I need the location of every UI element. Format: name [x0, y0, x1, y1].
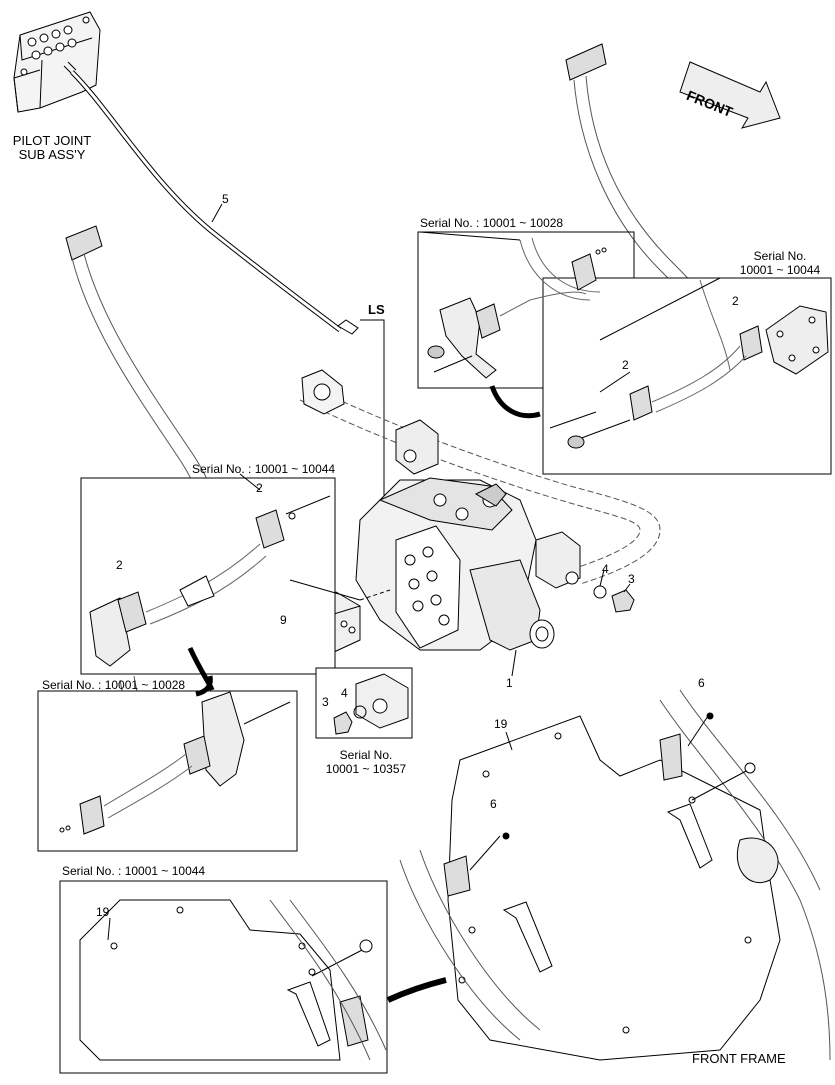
callout-6-lower: 6 [490, 797, 497, 811]
callout-1: 1 [506, 676, 513, 690]
control-valve [355, 477, 555, 677]
serial-right-line2: 10001 ~ 10044 [739, 263, 821, 277]
callout-2-right-lower: 2 [622, 358, 629, 372]
callout-19: 19 [494, 717, 508, 731]
callout-3-detail: 3 [322, 695, 329, 709]
pilot-joint-assembly [13, 11, 101, 113]
inset-box-right [542, 277, 832, 475]
callout-2-mid-upper: 2 [256, 481, 263, 495]
callout-3: 3 [628, 572, 635, 586]
callout-19-inset: 19 [96, 905, 110, 919]
callout-5: 5 [222, 192, 229, 206]
callout-2-right: 2 [732, 294, 739, 308]
serial-right-line1: Serial No. [753, 249, 807, 263]
callout-6-upper: 6 [698, 676, 705, 690]
serial-plug-detail-line2: 10001 ~ 10357 [325, 762, 407, 776]
serial-lower-left: Serial No. : 10001 ~ 10028 [42, 678, 186, 692]
serial-mid-left: Serial No. : 10001 ~ 10044 [192, 462, 336, 476]
serial-bottom-left: Serial No. : 10001 ~ 10044 [62, 864, 206, 878]
front-frame-label: FRONT FRAME [692, 1051, 786, 1066]
serial-plug-detail-line1: Serial No. [339, 748, 393, 762]
front-frame [399, 689, 831, 1061]
pilot-joint-label-line2: SUB ASS'Y [18, 147, 86, 162]
hose-5 [70, 70, 342, 332]
callout-4: 4 [602, 562, 609, 576]
pilot-joint-label-line1: PILOT JOINT [12, 133, 92, 148]
front-arrow [679, 61, 781, 129]
callout-9: 9 [280, 613, 287, 627]
serial-right: Serial No. 10001 ~ 10044 [730, 249, 830, 277]
serial-plug-detail: Serial No. 10001 ~ 10357 [318, 748, 414, 776]
serial-top-center: Serial No. : 10001 ~ 10028 [420, 216, 564, 230]
callout-2-mid-lower: 2 [116, 558, 123, 572]
ls-port-label: LS [368, 302, 385, 317]
pilot-joint-label: PILOT JOINT SUB ASS'Y [6, 134, 98, 162]
inset-box-lower-left [37, 690, 298, 852]
callout-4-detail: 4 [341, 686, 348, 700]
